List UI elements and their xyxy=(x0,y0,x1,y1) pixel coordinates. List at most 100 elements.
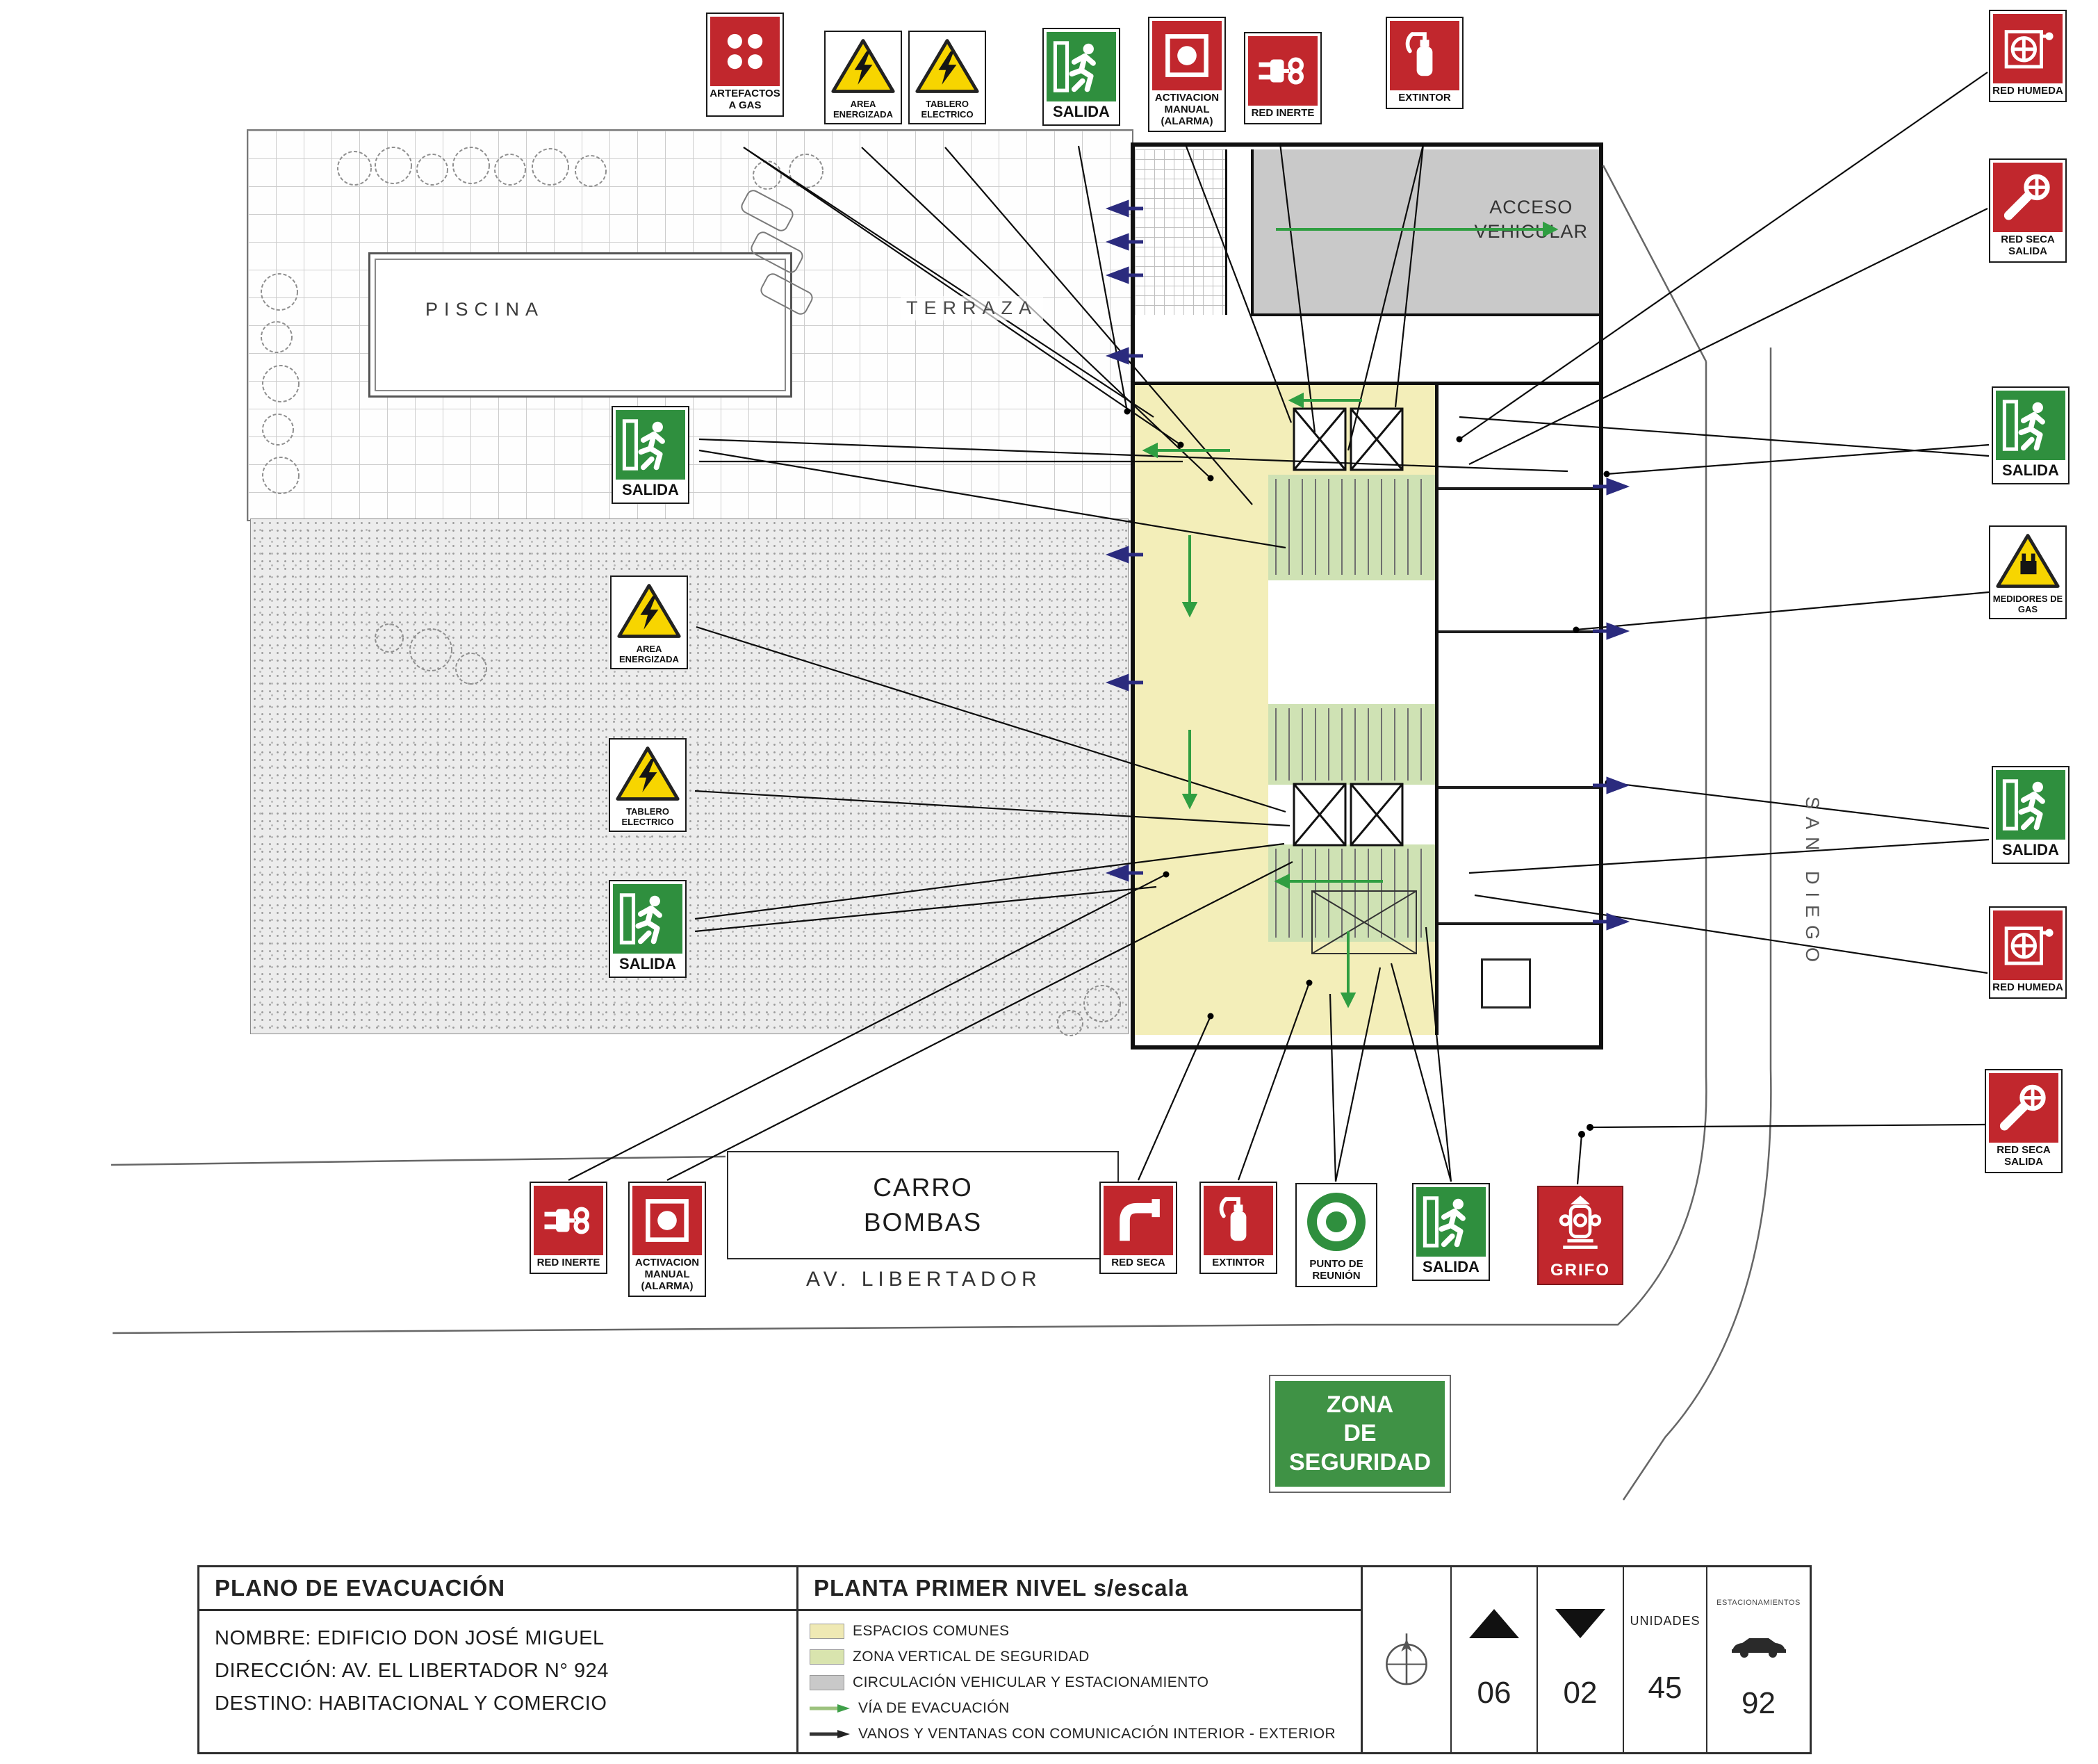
plan-title: PLANO DE EVACUACIÓN xyxy=(199,1567,796,1611)
sign-label: GRIFO xyxy=(1550,1261,1610,1280)
sign-salida-bottom: SALIDA xyxy=(1412,1183,1490,1281)
sign-label: RED SECA xyxy=(1111,1257,1165,1268)
units-count: 45 xyxy=(1648,1671,1682,1705)
legend-label: ESPACIOS COMUNES xyxy=(853,1622,1010,1639)
core-wall xyxy=(1435,385,1439,1035)
sign-red-humeda-1: RED HUMEDA xyxy=(1989,10,2067,102)
legend-row-common-areas: ESPACIOS COMUNES xyxy=(810,1618,1350,1644)
sign-label: RED SECA SALIDA xyxy=(2001,234,2055,257)
legend-row-vehicular: CIRCULACIÓN VEHICULAR Y ESTACIONAMIENTO xyxy=(810,1669,1350,1695)
apartment-wall-1 xyxy=(1439,487,1599,490)
legend-row-security-zone: ZONA VERTICAL DE SEGURIDAD xyxy=(810,1644,1350,1669)
lightning-icon xyxy=(912,35,982,97)
sign-salida-top: SALIDA xyxy=(1042,28,1120,126)
parking-count: 92 xyxy=(1741,1686,1776,1720)
building-info: NOMBRE: EDIFICIO DON JOSÉ MIGUEL DIRECCI… xyxy=(199,1611,796,1731)
sign-artefactos-gas: ARTEFACTOS A GAS xyxy=(706,13,784,117)
sign-label: PUNTO DE REUNIÓN xyxy=(1309,1258,1363,1282)
gas-burners-icon xyxy=(710,17,780,86)
north-compass-cell xyxy=(1363,1567,1452,1752)
sign-label: EXTINTOR xyxy=(1398,92,1451,104)
apartment-wall-2 xyxy=(1439,630,1599,633)
vanos-arrow-icon xyxy=(810,1729,850,1739)
building-footprint: ACCESO VEHICULAR xyxy=(1131,142,1603,1050)
common-areas-swatch xyxy=(810,1623,844,1639)
legend-label: VÍA DE EVACUACIÓN xyxy=(858,1699,1010,1716)
sign-red-humeda-2: RED HUMEDA xyxy=(1989,906,2067,999)
legend-row-evacuation-route: VÍA DE EVACUACIÓN xyxy=(810,1695,1350,1721)
floors-above-cell: 06 xyxy=(1452,1567,1538,1752)
vehicular-access-line2: VEHICULAR xyxy=(1474,221,1588,243)
valve-icon xyxy=(1989,1073,2058,1143)
security-zone-sign-inner: ZONA DE SEGURIDAD xyxy=(1275,1381,1445,1487)
common-area-lobby-bottom xyxy=(1268,942,1435,1035)
alarm-button-icon xyxy=(1152,21,1222,90)
extinguisher-icon xyxy=(1390,21,1459,90)
running-man-icon xyxy=(1996,770,2065,840)
tiled-room xyxy=(1135,149,1227,315)
parking-cell: ESTACIONAMIENTOS 92 xyxy=(1707,1567,1810,1752)
units-label: UNIDADES xyxy=(1630,1614,1700,1628)
sign-grifo: GRIFO xyxy=(1537,1186,1623,1285)
security-zone-sign: ZONA DE SEGURIDAD xyxy=(1269,1375,1451,1493)
stair-treads-1 xyxy=(1275,479,1429,575)
sign-label: RED INERTE xyxy=(536,1257,600,1268)
fire-truck-line1: CARRO xyxy=(873,1173,973,1202)
stair-treads-2 xyxy=(1275,708,1429,781)
sign-label: RED SECA SALIDA xyxy=(1997,1144,2051,1168)
legend-label: CIRCULACIÓN VEHICULAR Y ESTACIONAMIENTO xyxy=(853,1674,1209,1690)
running-man-icon xyxy=(1047,32,1116,101)
down-triangle-icon xyxy=(1555,1609,1605,1638)
sign-label: RED HUMEDA xyxy=(1992,85,2063,97)
units-cell: UNIDADES 45 xyxy=(1624,1567,1707,1752)
sign-red-seca-salida-2: RED SECA SALIDA xyxy=(1985,1069,2063,1173)
floors-above-count: 06 xyxy=(1477,1676,1511,1710)
sign-tablero-electrico-top: TABLERO ELECTRICO xyxy=(908,31,986,125)
building-name: NOMBRE: EDIFICIO DON JOSÉ MIGUEL xyxy=(215,1627,605,1649)
apartment-wall-4 xyxy=(1439,922,1599,925)
level-title: PLANTA PRIMER NIVEL s/escala xyxy=(798,1567,1361,1611)
gas-meter-icon xyxy=(1993,530,2063,592)
service-room xyxy=(1481,958,1531,1008)
plug-icon xyxy=(1248,36,1318,106)
valve-icon xyxy=(1993,163,2063,232)
alarm-button-icon xyxy=(632,1186,702,1255)
via-evacuacion-arrow-icon xyxy=(810,1704,850,1713)
fire-truck-area-box: CARRO BOMBAS xyxy=(727,1151,1119,1259)
legend-label: ZONA VERTICAL DE SEGURIDAD xyxy=(853,1648,1090,1665)
sign-salida-right-2: SALIDA xyxy=(1992,766,2070,864)
sign-salida-right-1: SALIDA xyxy=(1992,386,2070,484)
sign-label: EXTINTOR xyxy=(1212,1257,1265,1268)
title-block: PLANO DE EVACUACIÓN NOMBRE: EDIFICIO DON… xyxy=(197,1565,1812,1754)
sign-activacion-manual-bottom: ACTIVACION MANUAL (ALARMA) xyxy=(628,1182,706,1298)
sign-label: SALIDA xyxy=(2002,841,2059,858)
pool-inner-edge xyxy=(375,259,786,391)
sign-red-inerte-bottom: RED INERTE xyxy=(530,1182,607,1274)
legend-row-openings: VANOS Y VENTANAS CON COMUNICACIÓN INTERI… xyxy=(810,1721,1350,1747)
north-compass-icon xyxy=(1386,1633,1427,1685)
building-use: DESTINO: HABITACIONAL Y COMERCIO xyxy=(215,1692,607,1715)
sign-label: MEDIDORES DE GAS xyxy=(1992,594,2063,614)
sign-punto-de-reunion: PUNTO DE REUNIÓN xyxy=(1295,1183,1377,1287)
sign-extintor-bottom: EXTINTOR xyxy=(1199,1182,1277,1274)
title-block-left: PLANO DE EVACUACIÓN NOMBRE: EDIFICIO DON… xyxy=(199,1567,798,1752)
sign-label: AREA ENERGIZADA xyxy=(833,99,893,120)
fire-truck-line2: BOMBAS xyxy=(863,1208,983,1236)
stair-treads-3 xyxy=(1275,849,1429,938)
sign-label: ACTIVACION MANUAL (ALARMA) xyxy=(634,1257,700,1292)
up-triangle-icon xyxy=(1469,1609,1519,1638)
street-label-av-libertador: AV. LIBERTADOR xyxy=(806,1268,1042,1291)
sign-activacion-manual-top: ACTIVACION MANUAL (ALARMA) xyxy=(1148,17,1226,133)
common-area-lobby-top xyxy=(1268,385,1435,475)
legend: ESPACIOS COMUNES ZONA VERTICAL DE SEGURI… xyxy=(798,1611,1361,1754)
hydrant-icon xyxy=(1546,1190,1615,1259)
sign-medidores-gas: MEDIDORES DE GAS xyxy=(1989,525,2067,620)
apartment-wall-3 xyxy=(1439,786,1599,789)
pool-label: PISCINA xyxy=(425,299,545,320)
sign-label: TABLERO ELECTRICO xyxy=(921,99,974,120)
security-zone-line2: DE xyxy=(1343,1420,1377,1447)
hose-reel-icon xyxy=(1993,14,2063,83)
parking-label: ESTACIONAMIENTOS xyxy=(1716,1599,1801,1607)
vehicular-access-label: ACCESO VEHICULAR xyxy=(1474,195,1588,244)
